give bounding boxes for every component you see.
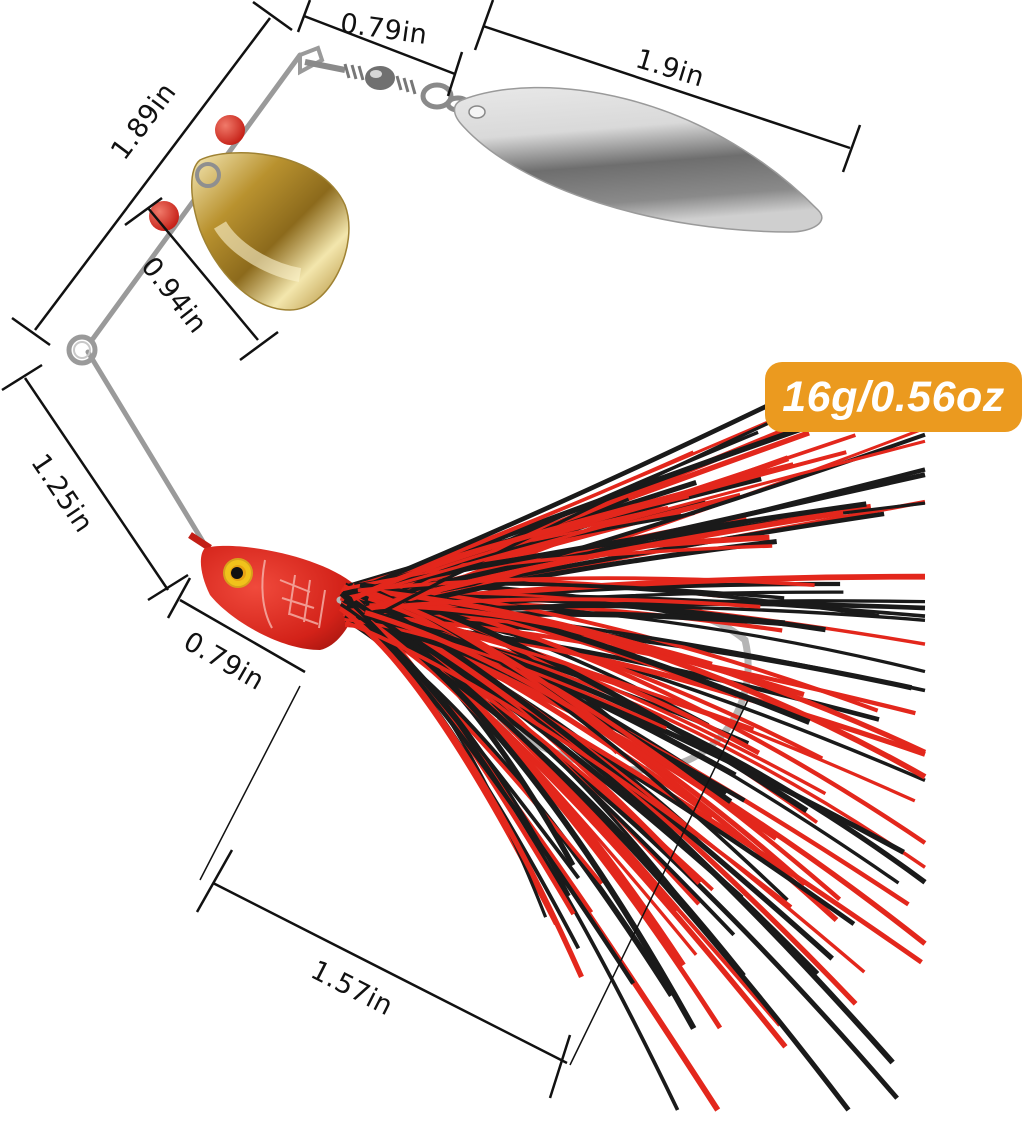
weight-label: 16g/0.56oz: [782, 372, 1005, 421]
line-tie-loop: [66, 334, 98, 366]
fish-head: [188, 532, 358, 650]
weight-badge: 16g/0.56oz: [765, 362, 1022, 432]
willow-blade: [453, 86, 823, 233]
bead-lower: [149, 201, 179, 231]
silicone-skirt: [338, 377, 927, 1112]
bead-upper: [215, 115, 245, 145]
colorado-blade: [191, 151, 350, 311]
dimension-lines: [1, 0, 862, 1099]
